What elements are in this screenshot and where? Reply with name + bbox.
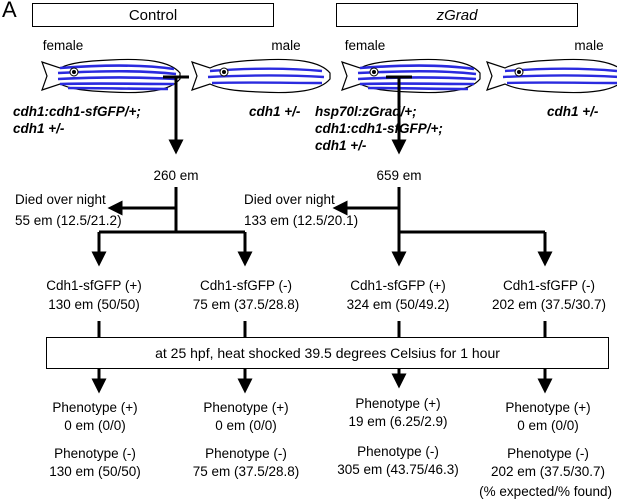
control-female-genotype-2: cdh1 +/- bbox=[13, 121, 65, 136]
phenotype-neg-count: 75 em (37.5/28.8) bbox=[192, 464, 300, 479]
control-male-genotype: cdh1 +/- bbox=[249, 104, 301, 119]
phenotype-pos-count: 19 em (6.25/2.9) bbox=[348, 414, 448, 429]
phenotype-neg-label: Phenotype (-) bbox=[205, 446, 287, 461]
phenotype-neg-label: Phenotype (-) bbox=[357, 444, 439, 459]
zgrad-male-genotype: cdh1 +/- bbox=[547, 104, 599, 119]
zgrad-female-genotype-1: hsp70l:zGrad/+; bbox=[315, 104, 417, 119]
phenotype-neg-count: 130 em (50/50) bbox=[49, 464, 141, 479]
zgrad-female-genotype-2: cdh1:cdh1-sfGFP/+; bbox=[315, 121, 443, 136]
phenotype-pos-label: Phenotype (+) bbox=[203, 400, 289, 415]
zgrad-female-label: female bbox=[344, 38, 386, 53]
group-label: Cdh1-sfGFP (+) bbox=[46, 278, 142, 293]
phenotype-pos-count: 0 em (0/0) bbox=[64, 418, 126, 433]
phenotype-pos-count: 0 em (0/0) bbox=[517, 418, 579, 433]
phenotype-neg-label: Phenotype (-) bbox=[54, 446, 136, 461]
zgrad-female-genotype-3: cdh1 +/- bbox=[315, 138, 367, 153]
zgrad-header: zGrad bbox=[336, 3, 578, 27]
panel-label: A bbox=[2, 0, 17, 22]
control-died-count: 55 em (12.5/21.2) bbox=[15, 213, 122, 228]
group-count: 324 em (50/49.2) bbox=[346, 297, 450, 312]
group-label: Cdh1-sfGFP (-) bbox=[502, 278, 596, 293]
footnote: (% expected/% found) bbox=[479, 484, 612, 499]
zgrad-died-count: 133 em (12.5/20.1) bbox=[244, 213, 359, 228]
phenotype-pos-label: Phenotype (+) bbox=[52, 400, 138, 415]
phenotype-neg-count: 202 em (37.5/30.7) bbox=[490, 464, 606, 479]
heat-shock-box: at 25 hpf, heat shocked 39.5 degrees Cel… bbox=[46, 337, 609, 369]
phenotype-pos-count: 0 em (0/0) bbox=[215, 418, 277, 433]
control-female-genotype-1: cdh1:cdh1-sfGFP/+; bbox=[13, 104, 141, 119]
control-male-fish-icon bbox=[190, 58, 332, 94]
group-count: 130 em (50/50) bbox=[48, 297, 140, 312]
phenotype-pos-label: Phenotype (+) bbox=[505, 400, 591, 415]
zgrad-male-fish-icon bbox=[485, 58, 617, 94]
group-count: 202 em (37.5/30.7) bbox=[491, 297, 607, 312]
control-header: Control bbox=[32, 3, 274, 27]
zgrad-died-label: Died over night bbox=[244, 192, 335, 207]
control-total: 260 em bbox=[153, 168, 199, 183]
zgrad-total: 659 em bbox=[376, 168, 422, 183]
group-label: Cdh1-sfGFP (+) bbox=[350, 278, 446, 293]
control-female-label: female bbox=[42, 38, 84, 53]
zgrad-male-label: male bbox=[574, 38, 604, 53]
control-male-label: male bbox=[271, 38, 301, 53]
control-female-fish-icon bbox=[40, 58, 182, 94]
phenotype-pos-label: Phenotype (+) bbox=[355, 396, 441, 411]
control-died-label: Died over night bbox=[15, 192, 106, 207]
group-count: 75 em (37.5/28.8) bbox=[192, 297, 300, 312]
phenotype-neg-count: 305 em (43.75/46.3) bbox=[337, 462, 459, 477]
phenotype-neg-label: Phenotype (-) bbox=[507, 446, 589, 461]
group-label: Cdh1-sfGFP (-) bbox=[199, 278, 293, 293]
